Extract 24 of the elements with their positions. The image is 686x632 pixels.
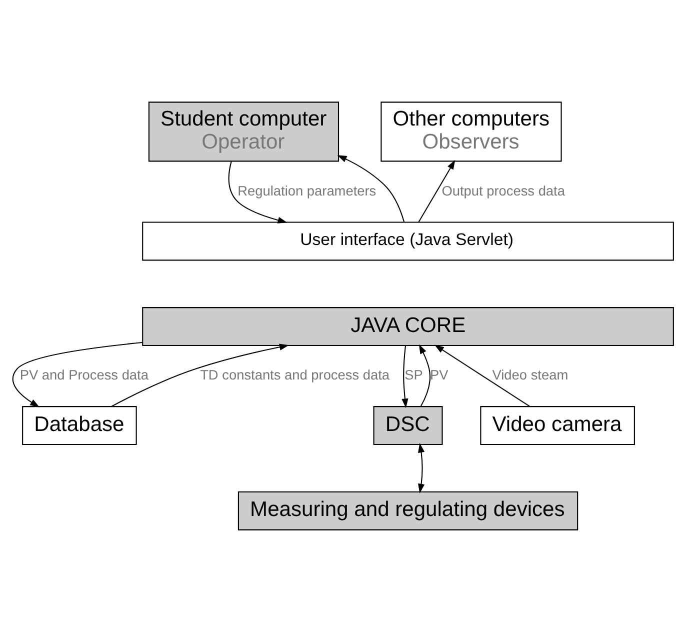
arrow bbox=[402, 346, 408, 408]
arrow bbox=[418, 443, 425, 494]
arrow bbox=[434, 344, 530, 407]
arrow bbox=[228, 161, 288, 224]
node-box: Database bbox=[22, 406, 137, 446]
edge-label: Regulation parameters bbox=[238, 183, 376, 198]
arrow bbox=[111, 344, 289, 408]
arrow bbox=[418, 160, 456, 222]
node-box: Measuring and regulating devices bbox=[238, 491, 578, 530]
node-box: Student computer Operator bbox=[148, 102, 340, 162]
edge-label: Output process data bbox=[442, 183, 565, 198]
edge-label: TD constants and process data bbox=[200, 368, 390, 383]
arrow bbox=[12, 342, 142, 408]
edge-label: SP bbox=[404, 368, 423, 383]
edge-label: PV bbox=[430, 368, 448, 383]
node-box: JAVA CORE bbox=[142, 307, 674, 346]
arrow bbox=[337, 155, 405, 222]
edge-label: PV and Process data bbox=[20, 368, 148, 383]
node-box: Video camera bbox=[480, 406, 635, 446]
node-box: Other computers Observers bbox=[380, 102, 562, 162]
node-box: User interface (Java Servlet) bbox=[142, 222, 674, 261]
arrow bbox=[418, 344, 430, 406]
edge-label: Video steam bbox=[492, 368, 568, 383]
node-box: DSC bbox=[373, 406, 443, 446]
